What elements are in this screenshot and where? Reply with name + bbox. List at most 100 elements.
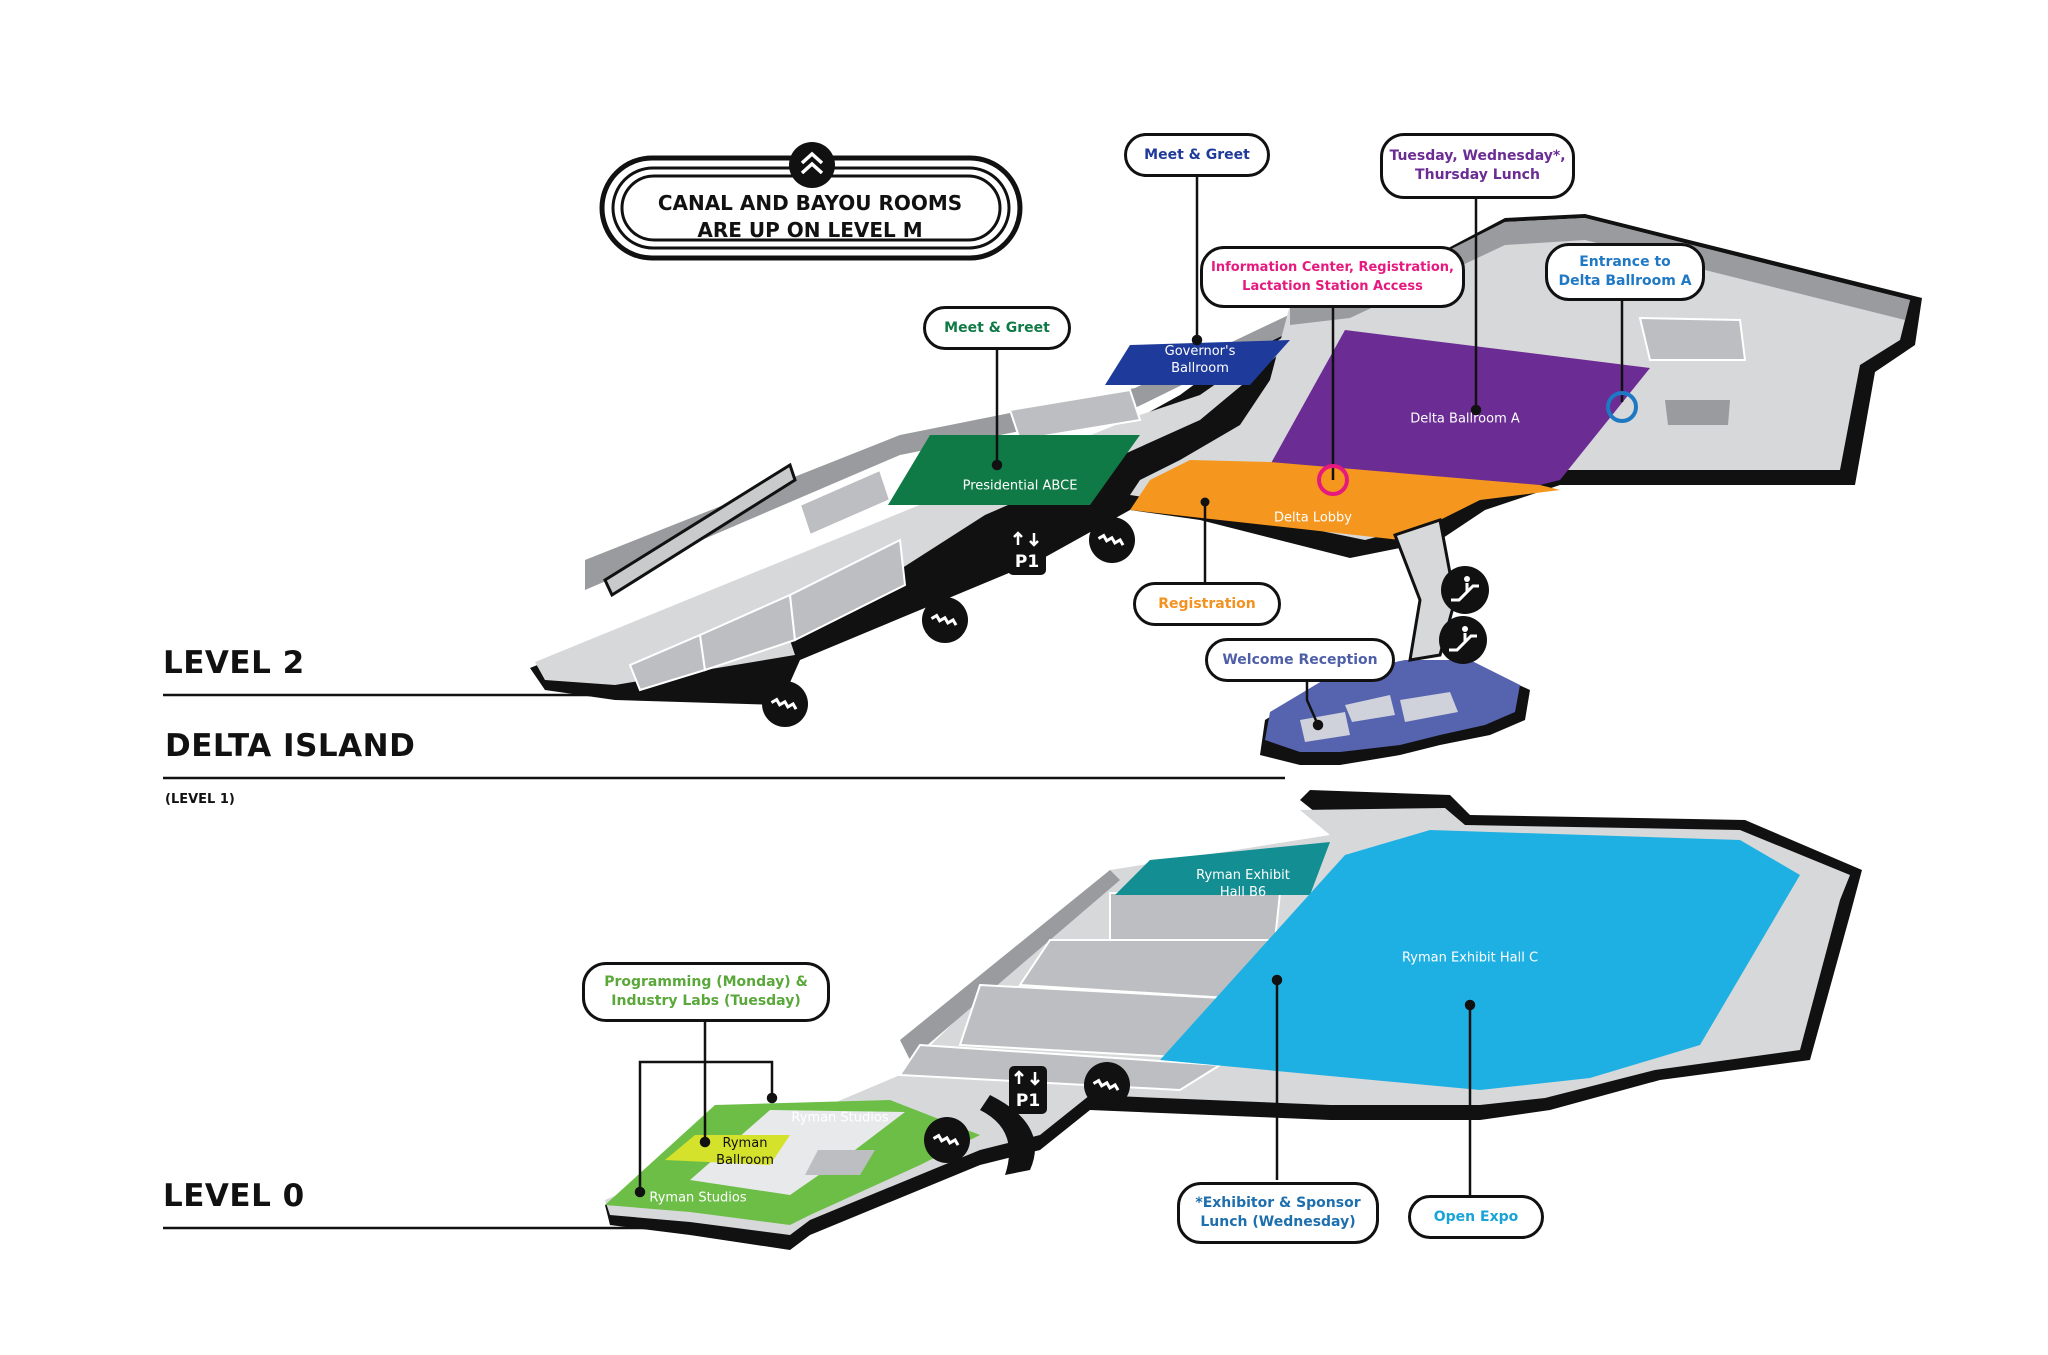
canal-notice-frame [599,155,1023,261]
ryman-ballroom [665,1135,790,1165]
level-2-balcony [603,462,797,598]
delta-island-ramp [1393,518,1457,662]
entrance-marker-ring [1606,391,1638,423]
ryman-studios-top-label: Ryman Studios [791,1110,889,1126]
level-2-left-wing [535,332,1290,685]
leader-dot-lunch [1470,404,1482,416]
entrance-line-2: Delta Ballroom A [1558,273,1692,289]
programming-line-1: Programming (Monday) & [604,974,808,990]
exhibitor-line-1: *Exhibitor & Sponsor [1195,1195,1361,1211]
elevator-icon: P1 [1009,1066,1047,1114]
double-chevron-up-icon [789,142,835,188]
entrance-delta-callout: Entrance to Delta Ballroom A [1545,243,1705,301]
governors-ballroom [1105,340,1290,385]
delta-island-room-3 [1300,712,1350,742]
canal-bayou-notice-text: CANAL AND BAYOU ROOMS ARE UP ON LEVEL M [600,190,1020,244]
ryman-b6-line-1: Ryman Exhibit [1196,868,1290,883]
level-0-back-wall [900,870,1120,1060]
meet-greet-blue-callout: Meet & Greet [1124,133,1270,177]
canal-bayou-notice: CANAL AND BAYOU ROOMS ARE UP ON LEVEL M [600,147,1020,267]
level-0-round-end [980,1095,1035,1175]
leader-dot-welcome [1312,719,1324,731]
escalator-icon [1441,566,1489,614]
registration-callout: Registration [1133,582,1281,626]
ryman-b6-line-2: Hall B6 [1219,885,1267,900]
delta-ballroom-a [1270,330,1650,485]
delta-island-room-2 [1400,692,1458,722]
level-2-label: LEVEL 2 [163,645,305,681]
ryman-ballroom-line-1: Ryman [722,1136,768,1151]
level-0-room-4 [898,1043,1224,1092]
ryman-exhibit-hall-b6-label: Ryman Exhibit Hall B6 [1196,867,1290,901]
leader-dot-ballroom [699,1136,711,1148]
stairs-icon [1089,517,1135,563]
ryman-studios-grey [805,1150,875,1175]
delta-island-sublabel: (LEVEL 1) [165,792,235,807]
level-2-small-room-4 [798,468,892,537]
leader-studios-bracket [638,1060,774,1190]
meet-greet-green-text: Meet & Greet [944,319,1050,336]
entrance-line-1: Entrance to [1579,254,1671,270]
leader-dot-open-expo [1464,999,1476,1011]
lunch-line-2: Thursday Lunch [1415,167,1540,183]
governors-ballroom-label: Governor's Ballroom [1165,343,1236,377]
welcome-reception-text: Welcome Reception [1222,651,1378,668]
presidential-abce-label: Presidential ABCE [962,478,1078,494]
canal-notice-line-2: ARE UP ON LEVEL M [697,218,923,242]
elevator-icon: P1 [1008,527,1046,575]
delta-lobby [1130,460,1560,540]
level-0-label: LEVEL 0 [163,1178,305,1214]
info-center-callout: Information Center, Registration, Lactat… [1200,246,1465,308]
ryman-studios-bottom-label: Ryman Studios [649,1190,747,1206]
open-expo-callout: Open Expo [1408,1195,1544,1239]
leader-welcome [1305,679,1320,726]
level-2-small-room-6 [1638,316,1747,361]
info-center-marker-ring [1317,464,1349,496]
delta-ballroom-a-label: Delta Ballroom A [1410,411,1520,427]
ryman-exhibit-hall-c-label: Ryman Exhibit Hall C [1401,950,1539,966]
leader-dot-meet-greet-green [991,459,1003,471]
meet-greet-blue-text: Meet & Greet [1144,146,1250,163]
delta-island-floor [1260,518,1530,765]
programming-callout: Programming (Monday) & Industry Labs (Tu… [582,962,830,1022]
exhibitor-line-2: Lunch (Wednesday) [1200,1214,1356,1230]
leader-dot-meet-greet-blue [1191,334,1203,346]
ryman-ballroom-label: Ryman Ballroom [716,1135,774,1169]
delta-lobby-label: Delta Lobby [1274,510,1352,526]
welcome-reception-callout: Welcome Reception [1205,638,1395,682]
governors-ballroom-line-2: Ballroom [1171,361,1229,376]
lunch-callout: Tuesday, Wednesday*, Thursday Lunch [1380,133,1575,199]
escalator-icon [1439,616,1487,664]
presidential-abce [888,435,1140,505]
leader-dot-exhibitor [1271,974,1283,986]
info-center-line-2: Lactation Station Access [1242,279,1423,294]
ryman-exhibit-hall-c [1160,830,1800,1090]
level-2-small-room-7 [1665,400,1730,425]
open-expo-text: Open Expo [1433,1208,1519,1225]
level-2-small-room-3 [788,538,907,642]
leader-dot-studios-right [766,1092,778,1104]
registration-text: Registration [1158,595,1256,612]
delta-island-label: DELTA ISLAND [165,728,416,764]
stairs-icon [1084,1062,1130,1108]
governors-ballroom-line-1: Governor's [1164,344,1236,359]
stairs-icon [924,1117,970,1163]
delta-island-room-1 [1345,695,1395,722]
leader-dot-studios-left [634,1186,646,1198]
stairs-icon [762,681,808,727]
exhibitor-lunch-callout: *Exhibitor & Sponsor Lunch (Wednesday) [1177,1182,1379,1244]
ryman-ballroom-line-2: Ballroom [716,1153,774,1168]
lunch-line-1: Tuesday, Wednesday*, [1389,148,1566,164]
meet-greet-green-callout: Meet & Greet [923,306,1071,350]
registration-marker-dot [1200,497,1210,507]
level-2-floor [530,214,1922,705]
elevator-label: P1 [1016,1091,1040,1111]
info-center-line-1: Information Center, Registration, [1211,260,1454,275]
canal-notice-line-1: CANAL AND BAYOU ROOMS [657,191,963,215]
programming-line-2: Industry Labs (Tuesday) [611,993,801,1009]
ryman-exhibit-hall-b6 [1115,842,1330,895]
level-2-small-room-5 [1008,388,1142,442]
level-0-floor [605,790,1862,1250]
ryman-studios-white-1 [690,1110,905,1195]
